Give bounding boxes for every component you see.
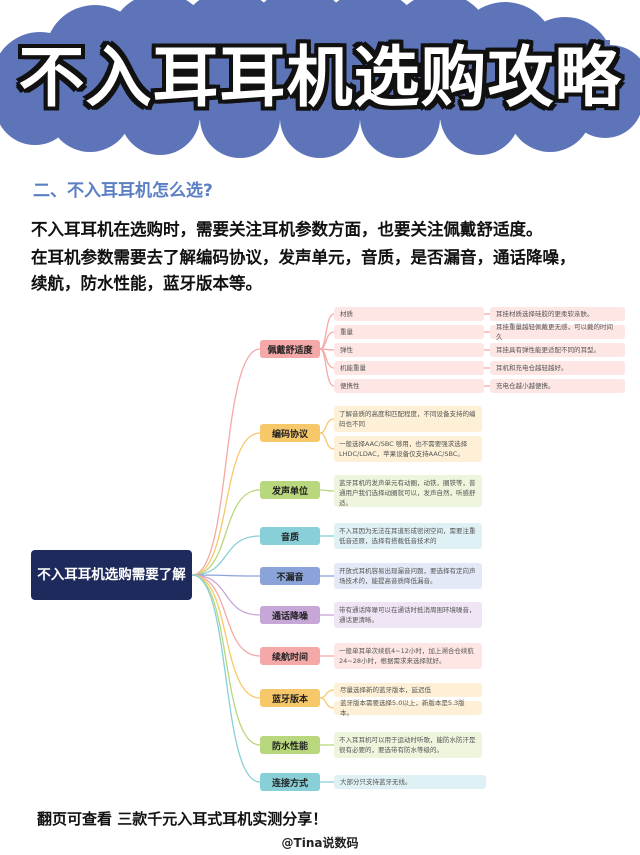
comfort-key-elasticity: 弹性 — [334, 343, 484, 357]
connector-line — [191, 574, 261, 699]
connector-line — [319, 418, 335, 434]
branch-label: 佩戴舒适度 — [267, 345, 313, 356]
connector-line — [319, 313, 335, 350]
branch-connection: 连接方式 — [260, 773, 320, 791]
codec-note-1: 了解音质的高度和匹配程度，不同设备支持的编码也不同 — [334, 406, 482, 432]
branch-bluetooth-version: 蓝牙版本 — [260, 689, 320, 707]
branch-label: 蓝牙版本 — [271, 694, 308, 705]
driver-note: 蓝牙耳机的发声单元有动圈，动铁，圈铁等，普通用户我们选择动圈就可以，发声自然，听… — [334, 475, 482, 507]
branch-waterproof: 防水性能 — [260, 736, 320, 754]
branch-label: 发声单位 — [271, 486, 308, 497]
connector-line — [191, 489, 261, 576]
connector-line — [191, 432, 261, 576]
comfort-key-device-weight: 机能重量 — [334, 361, 484, 375]
author-credit: @Tina说数码 — [281, 836, 359, 850]
comfort-value-weight: 耳挂重量越轻佩戴更无感，可以戴的时间久 — [490, 323, 625, 341]
connector-line — [319, 432, 335, 450]
intro-line-2: 在耳机参数需要去了解编码协议，发声单元，音质，是否漏音，通话降噪， — [31, 248, 576, 267]
connector-line — [191, 348, 261, 576]
connector-line — [191, 574, 261, 746]
connector-line — [191, 574, 261, 577]
codec-note-2: 一般选择AAC/SBC 够用，也不需要强求选择LHDC/LDAC，苹果设备仅支持… — [334, 436, 482, 462]
battery-note: 一般单耳单次续航4~12小时，加上溯合仓续航24~28小时，根据需求来选择就好。 — [334, 643, 482, 669]
title-cloud-background — [0, 0, 640, 158]
waterproof-note: 不入耳耳机可以用于运动时听歌，能防水防汗是很有必要的，要选带有防水等级的。 — [334, 732, 482, 758]
intro-line-1: 不入耳耳机在选购时，需要关注耳机参数方面，也要关注佩戴舒适度。 — [31, 220, 543, 239]
connector-line — [319, 697, 335, 709]
branch-driver-unit: 发声单位 — [260, 481, 320, 499]
branch-label: 续航时间 — [271, 652, 308, 663]
connector-line — [191, 574, 261, 783]
comfort-key-portability: 便携性 — [334, 379, 484, 393]
footer-text: 翻页可查看 三款千元入耳式耳机实测分享！ — [37, 810, 328, 828]
intro-line-3: 续航，防水性能，蓝牙版本等。 — [31, 274, 262, 293]
branch-label: 不漏音 — [276, 572, 304, 583]
connection-note: 大部分只支持蓝牙无线。 — [334, 775, 486, 789]
connector-line — [191, 535, 261, 576]
call-noise-note: 带有通话降噪可以在通话时抵消周围环境噪音，通话更清晰。 — [334, 602, 482, 628]
mindmap-root: 不入耳耳机选购需要了解 — [31, 550, 192, 600]
no-leakage-note: 开放式耳机容易出现漏音问题，要选择有定向声场技术的，能提高音质降低漏音。 — [334, 563, 482, 589]
comfort-value-portability: 充电仓越小越便携。 — [490, 379, 625, 393]
branch-label: 编码协议 — [271, 429, 308, 440]
branch-call-noise-reduction: 通话降噪 — [260, 606, 320, 624]
section-heading: 二、不入耳耳机怎么选? — [33, 181, 213, 201]
branch-no-leakage: 不漏音 — [260, 567, 320, 585]
comfort-value-elasticity: 耳挂具有弹性能更适配不同的耳型。 — [490, 343, 625, 357]
connector-line — [191, 574, 261, 616]
branch-label: 音质 — [280, 532, 299, 543]
branch-codec: 编码协议 — [260, 424, 320, 442]
branch-label: 连接方式 — [271, 778, 308, 789]
bluetooth-note-1: 尽量选择新的蓝牙版本，延迟低 — [334, 683, 482, 697]
connector-line — [319, 489, 335, 492]
branch-battery-life: 续航时间 — [260, 647, 320, 665]
branch-label: 通话降噪 — [271, 611, 308, 622]
connector-line — [191, 574, 261, 657]
bluetooth-note-2: 蓝牙版本需要选择5.0以上，新版本是5.3版本。 — [334, 699, 482, 717]
comfort-value-material: 耳挂材质选择硅胶的更柔软亲肤。 — [490, 307, 625, 321]
connector-line — [319, 689, 335, 699]
comfort-key-weight: 重量 — [334, 325, 484, 339]
comfort-value-device-weight: 耳机和充电仓越轻越好。 — [490, 361, 625, 375]
sound-quality-note: 不入耳因为无法在耳道形成密闭空间，需要注重低音还原，选择有搭载低音技术的 — [334, 523, 482, 549]
branch-label: 防水性能 — [271, 741, 308, 752]
branch-sound-quality: 音质 — [260, 527, 320, 545]
branch-wearing-comfort: 佩戴舒适度 — [260, 340, 320, 358]
comfort-key-material: 材质 — [334, 307, 484, 321]
connector-line — [319, 348, 335, 387]
page-title: 不入耳耳机选购攻略 — [18, 39, 622, 116]
